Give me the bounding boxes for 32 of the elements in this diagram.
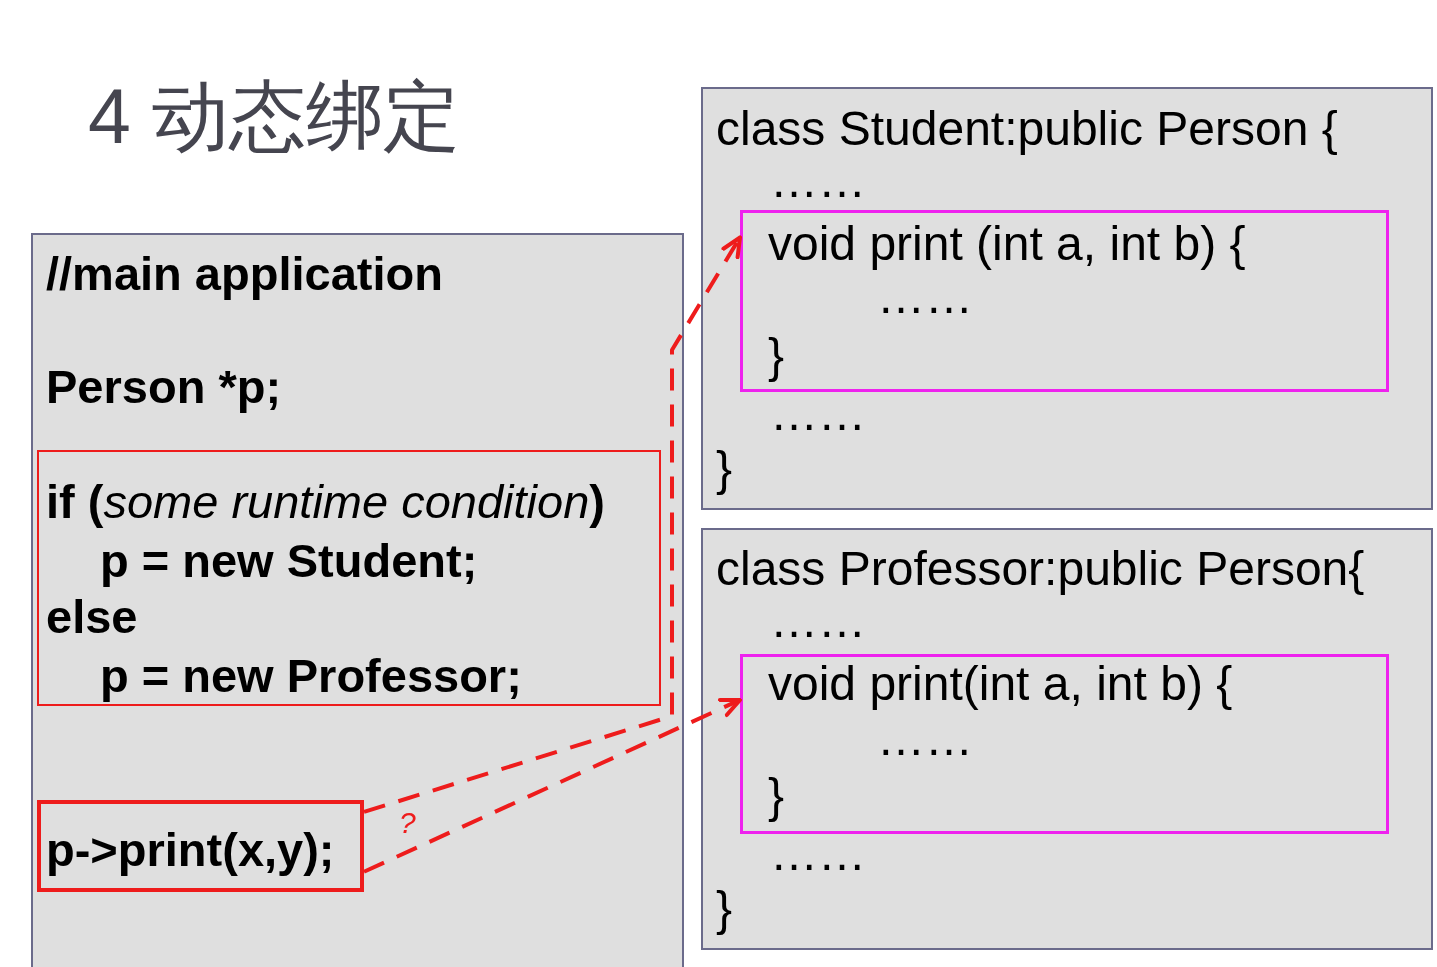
class-panel xyxy=(701,528,1433,950)
slide-title: 4 动态绑定 xyxy=(88,72,461,161)
ellipsis: …… xyxy=(770,825,866,881)
ellipsis: …… xyxy=(770,153,866,208)
ellipsis: …… xyxy=(877,269,973,324)
closing-brace: } xyxy=(716,880,733,936)
ellipsis: …… xyxy=(877,710,973,766)
code-panel xyxy=(31,233,684,967)
class-header: class Student:public Person { xyxy=(716,100,1338,156)
arrow xyxy=(363,697,742,874)
class-panel xyxy=(701,87,1433,510)
method-header: void print(int a, int b) { xyxy=(768,655,1233,712)
closing-brace: } xyxy=(768,327,785,383)
arrow xyxy=(363,235,742,814)
code-line: Person *p; xyxy=(46,359,282,414)
method-box xyxy=(740,210,1389,392)
call-box xyxy=(37,800,364,892)
question-mark: ? xyxy=(399,806,416,841)
condition-box xyxy=(37,450,661,706)
code-line: else xyxy=(46,589,138,644)
ellipsis: …… xyxy=(770,593,866,648)
code-line: if (some runtime condition) xyxy=(46,474,605,529)
ellipsis: …… xyxy=(770,385,866,441)
closing-brace: } xyxy=(716,440,733,496)
method-header: void print (int a, int b) { xyxy=(768,215,1246,271)
class-header: class Professor:public Person{ xyxy=(716,540,1365,596)
closing-brace: } xyxy=(768,767,785,823)
code-line: p = new Professor; xyxy=(100,648,522,703)
code-line: p->print(x,y); xyxy=(46,822,335,877)
code-comment: //main application xyxy=(46,246,443,301)
code-line: p = new Student; xyxy=(100,533,478,588)
method-box xyxy=(740,654,1389,834)
